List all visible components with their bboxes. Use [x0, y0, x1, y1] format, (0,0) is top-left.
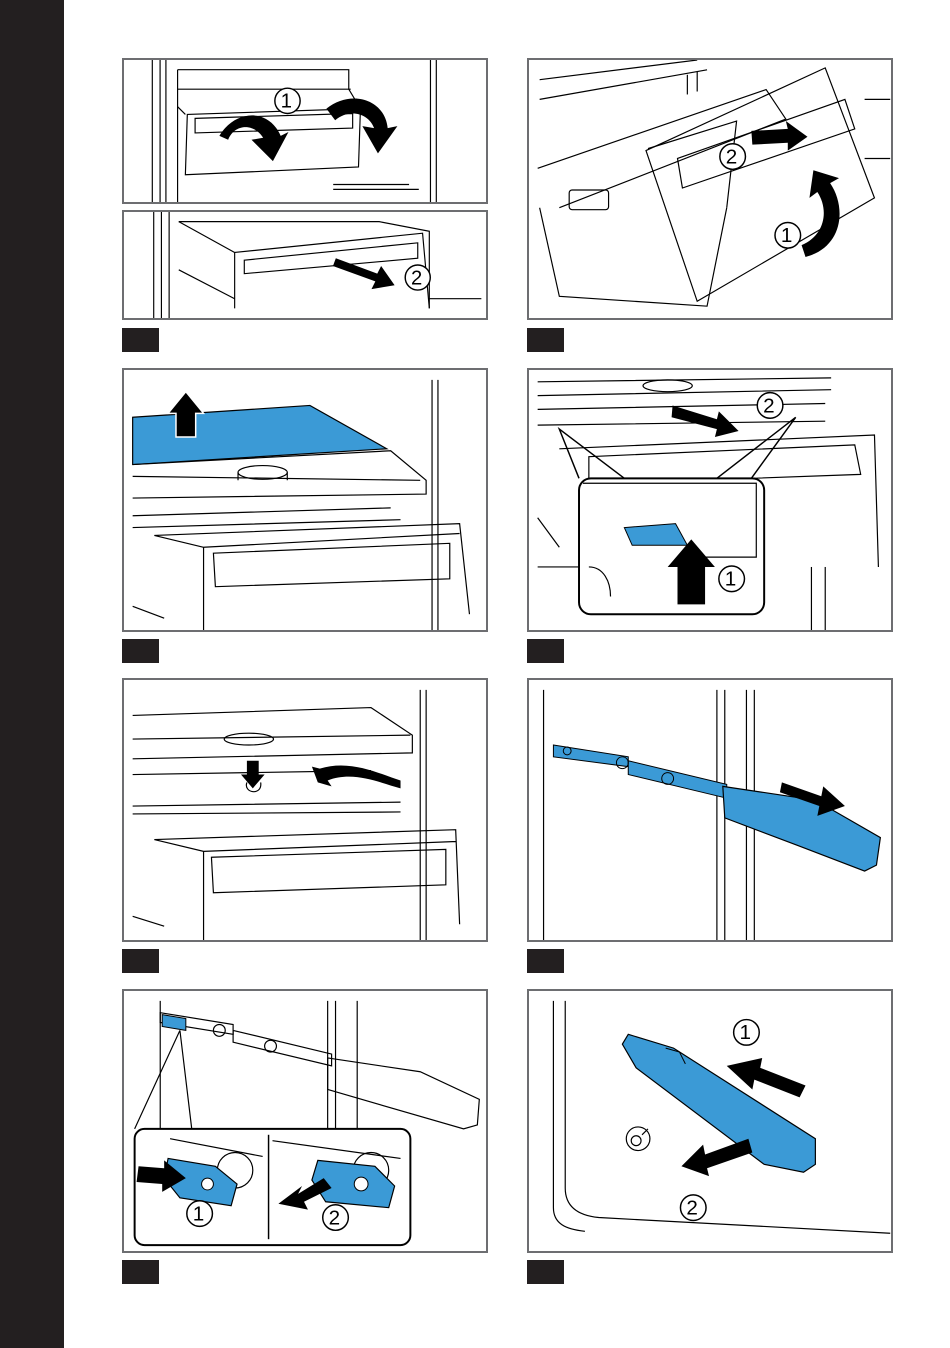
step-h-label-tag: [527, 1260, 564, 1284]
step-a-bottom-illustration: 2: [122, 210, 488, 320]
callout-1: 1: [740, 1021, 752, 1044]
rail-segment-2: [628, 761, 726, 798]
pull-arrow-icon: [751, 121, 807, 151]
step-e-illustration: [122, 678, 488, 942]
step-e-label-tag: [122, 949, 159, 973]
glass-shelf-plate: [133, 405, 387, 464]
callout-2: 2: [763, 394, 775, 417]
step-g-illustration: 1 2: [122, 989, 488, 1253]
step-a-top-illustration: 1: [122, 58, 488, 204]
step-d-label-tag: [527, 639, 564, 663]
slide-out-arrow-icon: [672, 405, 739, 437]
step-a-label-tag: [122, 328, 159, 352]
step-c-illustration: [122, 368, 488, 632]
step-f-label-tag: [527, 949, 564, 973]
callout-1: 1: [725, 568, 737, 591]
step-g-label-tag: [122, 1260, 159, 1284]
callout-1: 1: [781, 224, 793, 247]
detail-magnifier-box: [579, 478, 764, 614]
callout-1: 1: [193, 1202, 205, 1225]
callout-2: 2: [411, 267, 422, 289]
callout-2: 2: [329, 1206, 341, 1229]
rotate-arrow-left-icon: [219, 115, 288, 161]
callout-1: 1: [281, 91, 292, 113]
rotate-arrow-right-icon: [326, 99, 397, 154]
step-c-label-tag: [122, 639, 159, 663]
callout-2: 2: [686, 1197, 698, 1220]
lift-arrow-icon: [802, 170, 840, 257]
step-d-illustration: 2 1: [527, 368, 893, 632]
slide-in-arrow-icon: [312, 765, 401, 788]
slide-down-arrow-icon: [681, 1139, 752, 1176]
step-b-illustration: 2 1: [527, 58, 893, 320]
sidebar-strip: [0, 0, 64, 1348]
step-h-illustration: 1 2: [527, 989, 893, 1253]
callout-2: 2: [726, 145, 738, 168]
step-f-illustration: [527, 678, 893, 942]
step-b-label-tag: [527, 328, 564, 352]
